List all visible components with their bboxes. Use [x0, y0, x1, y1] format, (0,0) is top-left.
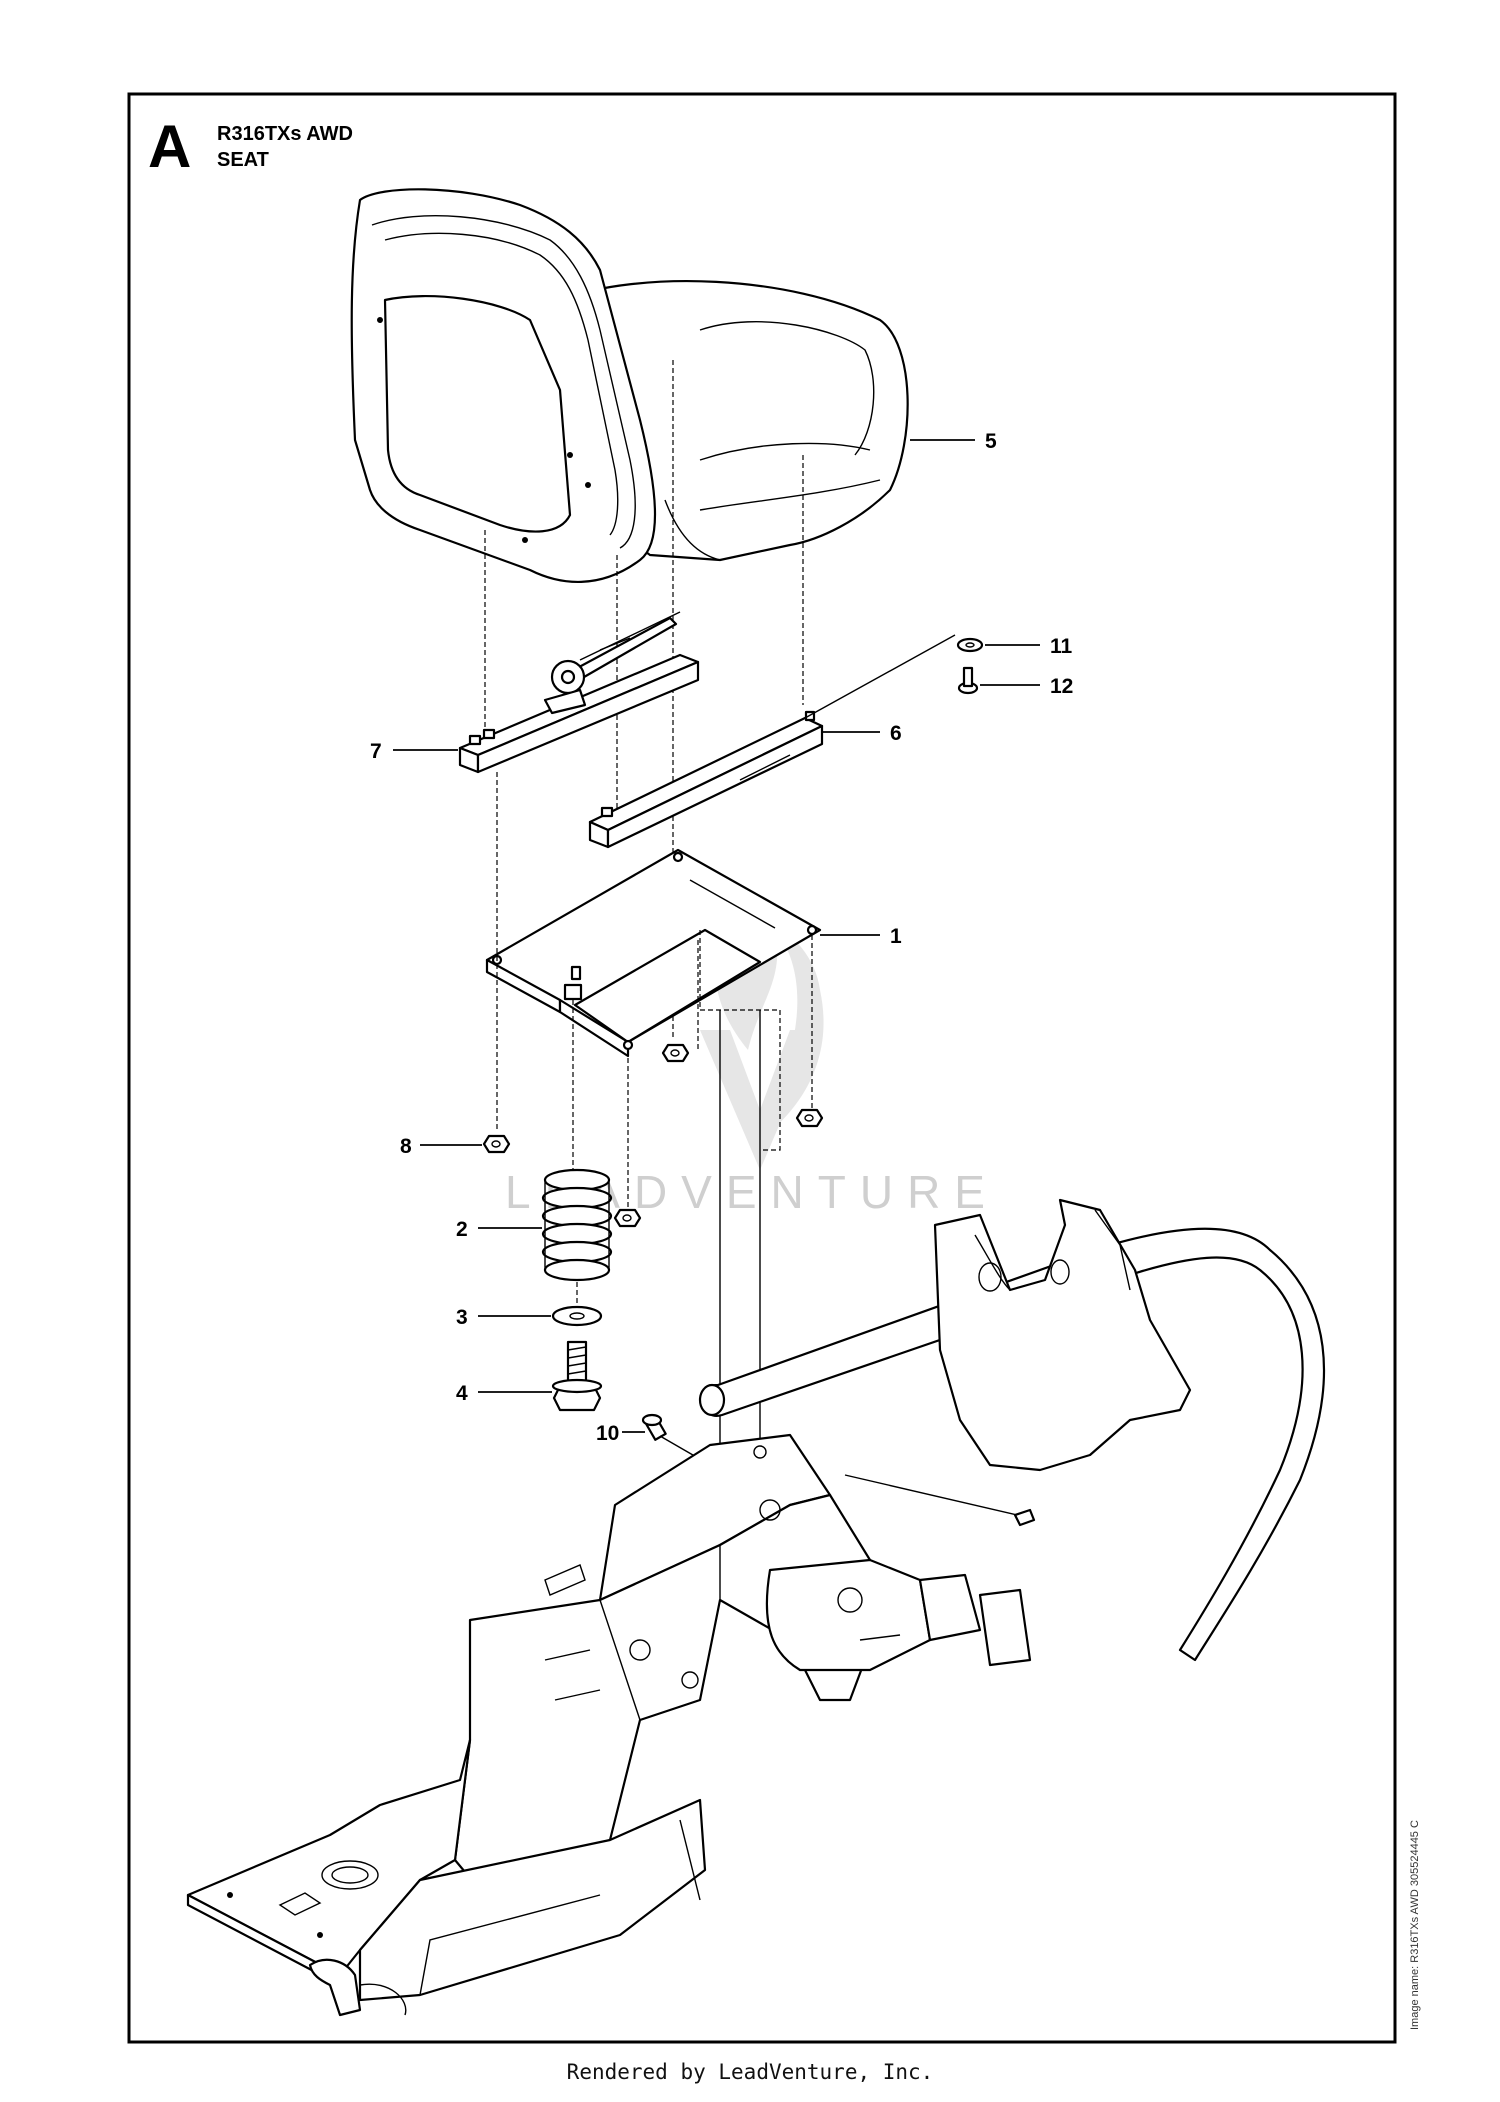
screw-icon	[641, 1413, 667, 1441]
seat-icon	[350, 188, 909, 583]
callout-10: 10	[596, 1422, 619, 1445]
seat-rail-left-icon	[458, 611, 700, 774]
callout-3: 3	[456, 1306, 468, 1329]
nut-icon	[482, 1134, 511, 1154]
screw-icon	[957, 666, 979, 695]
callout-12: 12	[1050, 675, 1073, 698]
tractor-frame-icon	[186, 1198, 1326, 2017]
washer-icon	[551, 1305, 603, 1327]
callout-1: 1	[890, 925, 902, 948]
spring-icon	[541, 1168, 613, 1282]
image-name-note: Image name: R316TXs AWD 305524445 C	[1409, 1820, 1421, 2030]
nut-icon	[795, 1108, 824, 1128]
callout-5: 5	[985, 430, 997, 453]
section-letter: A	[148, 113, 191, 180]
seat-rail-right-icon	[588, 710, 824, 849]
callout-8: 8	[400, 1135, 412, 1158]
nut-icon	[661, 1043, 690, 1063]
callout-11: 11	[1050, 635, 1073, 658]
diagram-frame	[127, 92, 1397, 2044]
footer-credit: Rendered by LeadVenture, Inc.	[566, 2060, 934, 2084]
model-title: R316TXs AWD	[217, 123, 353, 145]
nut-icon	[613, 1208, 642, 1228]
washer-icon	[956, 637, 984, 653]
callout-6: 6	[890, 722, 902, 745]
callout-7: 7	[370, 740, 382, 763]
seat-plate-icon	[485, 848, 822, 1058]
callout-4: 4	[456, 1382, 468, 1405]
callout-2: 2	[456, 1218, 468, 1241]
bolt-icon	[551, 1340, 603, 1412]
section-title: SEAT	[217, 149, 269, 171]
